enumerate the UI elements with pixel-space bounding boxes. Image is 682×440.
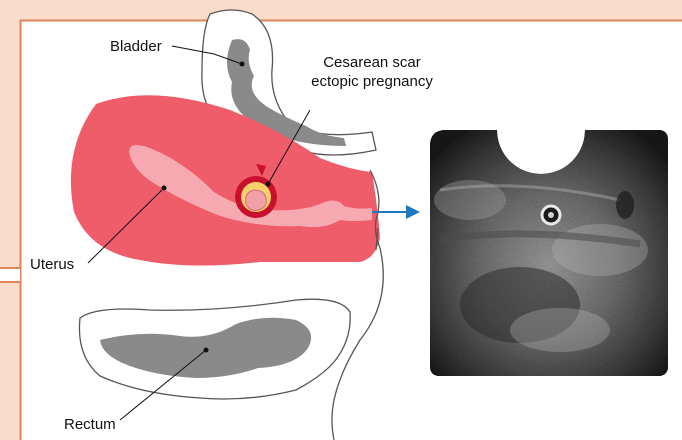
frame-left-notch — [0, 268, 20, 282]
uterus-body — [71, 95, 380, 265]
embryo — [246, 190, 267, 210]
label-csp-line1: Cesarean scar — [323, 54, 421, 71]
pointer-arrow-head — [406, 205, 420, 219]
leader-csp-dot — [266, 182, 271, 187]
ultrasound-image — [430, 130, 668, 376]
frame-left-band — [0, 0, 20, 440]
label-bladder: Bladder — [110, 38, 162, 55]
leader-bladder-dot — [240, 62, 245, 67]
label-rectum: Rectum — [64, 416, 116, 433]
label-uterus: Uterus — [30, 256, 74, 273]
leader-uterus-dot — [162, 186, 167, 191]
label-csp-line2: ectopic pregnancy — [311, 73, 433, 90]
frame-top-band — [0, 0, 682, 20]
leader-rectum-dot — [204, 348, 209, 353]
